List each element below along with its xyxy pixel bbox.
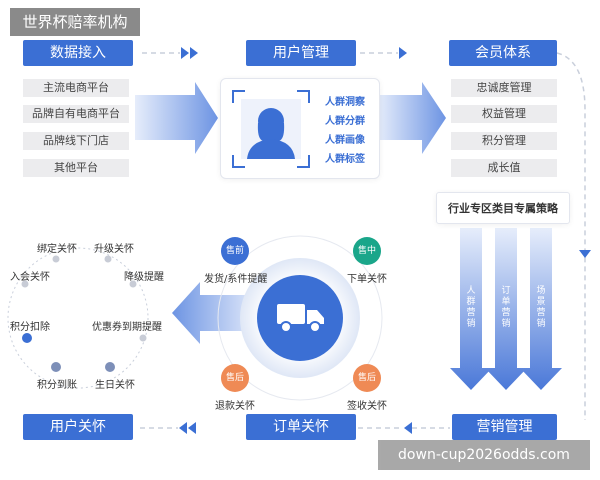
care-node-dot [104,255,112,263]
care-node-dot [22,333,32,343]
strategy-column-label: 场景营销 [536,286,546,329]
care-node-label: 积分到账 [37,380,77,391]
data-access-box: 数据接入 [23,40,133,66]
watermark-text: down-cup2026odds.com [378,440,590,470]
user-portrait-icon [232,90,310,168]
insale-badge: 售中 [353,237,381,265]
strategy-column-label: 订单营销 [501,286,511,329]
data-source-item: 其他平台 [23,159,129,177]
user-tag-insight: 人群洞察 [325,97,365,108]
care-node-dot [105,362,115,372]
order-care-box: 订单关怀 [246,414,356,440]
aftersale-right-note: 签收关怀 [347,401,387,412]
user-tag-profile: 人群画像 [325,135,365,146]
aftersale-left-note: 退款关怀 [215,401,255,412]
care-node-label: 积分扣除 [10,322,50,333]
data-source-item: 品牌自有电商平台 [23,105,129,123]
care-node-dot [139,334,147,342]
care-node-dot [21,280,29,288]
care-node-label: 入会关怀 [10,272,50,283]
strategy-column-label: 人群营销 [466,286,476,329]
user-profile-panel: 人群洞察 人群分群 人群画像 人群标签 [220,78,380,179]
user-care-box: 用户关怀 [23,414,133,440]
strategy-box: 行业专区类目专属策略 [436,192,570,224]
care-node-label: 升级关怀 [94,244,134,255]
member-item: 积分管理 [451,132,557,150]
care-node-label: 生日关怀 [95,380,135,391]
user-tag-segment: 人群分群 [325,116,365,127]
page-title: 世界杯赔率机构 [10,8,140,36]
member-item: 成长值 [451,159,557,177]
aftersale-left-badge: 售后 [221,364,249,392]
data-source-item: 品牌线下门店 [23,132,129,150]
care-node-label: 降级提醒 [124,272,164,283]
presale-note: 发货/系件提醒 [204,274,268,285]
member-item: 忠诚度管理 [451,79,557,97]
user-management-box: 用户管理 [246,40,356,66]
member-system-box: 会员体系 [449,40,557,66]
care-node-dot [51,362,61,372]
marketing-management-box: 营销管理 [452,414,557,440]
user-tag-label: 人群标签 [325,154,365,165]
aftersale-right-badge: 售后 [353,364,381,392]
care-node-dot [129,280,137,288]
member-item: 权益管理 [451,105,557,123]
care-node-label: 绑定关怀 [37,244,77,255]
care-node-label: 优惠券到期提醒 [92,322,162,333]
presale-badge: 售前 [221,237,249,265]
truck-icon [277,304,324,333]
care-node-dot [52,255,60,263]
insale-note: 下单关怀 [347,274,387,285]
data-source-item: 主流电商平台 [23,79,129,97]
